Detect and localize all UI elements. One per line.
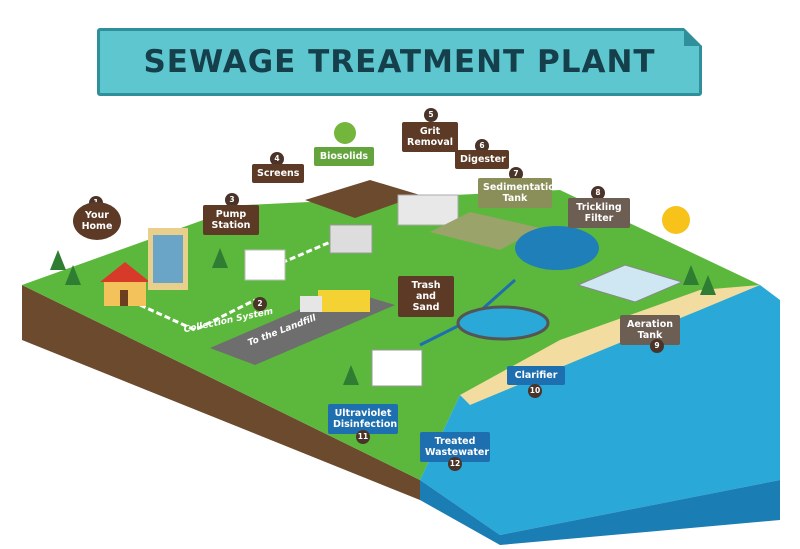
- label-pump-station: Pump Station: [203, 205, 259, 235]
- tree: [50, 250, 66, 270]
- sea-front: [420, 480, 780, 545]
- grit-tanks: [397, 194, 459, 226]
- truck-body: [318, 290, 370, 312]
- label-number-collection: 2: [253, 297, 267, 311]
- screens-unit: [329, 224, 373, 254]
- label-screens: Screens: [252, 164, 304, 183]
- trickling-filter-dome: [515, 226, 599, 270]
- tree: [683, 265, 699, 285]
- label-aeration-tank: Aeration Tank: [620, 315, 680, 345]
- label-number-pump: 3: [225, 193, 239, 207]
- label-number-screens: 4: [270, 152, 284, 166]
- label-number-trickling: 8: [591, 186, 605, 200]
- house-door: [120, 290, 128, 306]
- truck-cab: [300, 296, 322, 312]
- sun: [662, 206, 690, 234]
- label-sedimentation-tank: Sedimentation Tank: [478, 178, 562, 208]
- page-title: SEWAGE TREATMENT PLANT: [143, 44, 656, 80]
- label-clarifier: Clarifier: [507, 366, 565, 385]
- uv-building: [371, 349, 423, 387]
- label-number-clarifier: 10: [528, 384, 542, 398]
- label-uv-disinfection: Ultraviolet Disinfection: [328, 404, 398, 434]
- recycle-leaf-icon: [334, 122, 356, 144]
- label-number-treated: 12: [448, 457, 462, 471]
- label-trickling-filter: Trickling Filter: [568, 198, 630, 228]
- title-banner: SEWAGE TREATMENT PLANT: [97, 28, 702, 96]
- clarifier-tank: [456, 305, 550, 341]
- label-number-aeration: 9: [650, 339, 664, 353]
- aeration-tank: [576, 264, 684, 303]
- tree: [700, 275, 716, 295]
- label-trash-and-sand: Trash and Sand: [398, 276, 454, 317]
- title-fold: [684, 28, 702, 46]
- sea-top: [420, 285, 780, 535]
- soil-side-left: [22, 285, 420, 500]
- label-number-uv: 11: [356, 430, 370, 444]
- house-roof: [100, 262, 150, 282]
- biosolids-bed: [305, 180, 420, 218]
- tree: [212, 248, 228, 268]
- label-home: Your Home: [73, 202, 121, 240]
- sedimentation-tank: [430, 212, 540, 250]
- tree: [343, 365, 359, 385]
- label-number-grit: 5: [424, 108, 438, 122]
- label-biosolids: Biosolids: [314, 147, 374, 166]
- pump-station-building: [244, 249, 286, 281]
- label-grit-removal: Grit Removal: [402, 122, 458, 152]
- tree: [65, 265, 81, 285]
- label-number-sedimentation: 7: [509, 167, 523, 181]
- label-number-digester: 6: [475, 139, 489, 153]
- label-treated-wastewater: Treated Wastewater: [420, 432, 490, 462]
- collection-pipe: [139, 298, 256, 332]
- label-digester: Digester: [455, 150, 509, 169]
